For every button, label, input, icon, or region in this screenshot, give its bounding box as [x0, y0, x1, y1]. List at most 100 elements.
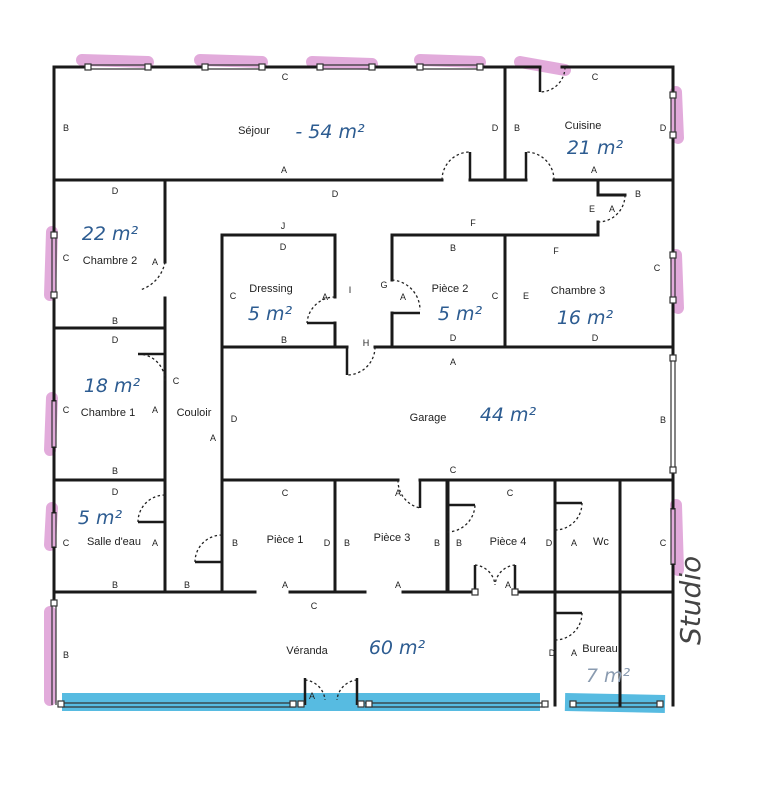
wall-label: C — [660, 538, 667, 548]
wall-label: C — [63, 405, 70, 415]
room-veranda: Véranda — [286, 645, 328, 657]
wall-label: F — [553, 246, 559, 256]
wall-label: C — [507, 488, 514, 498]
wall-label: B — [635, 189, 641, 199]
area-garage: 44 m² — [480, 404, 537, 426]
area-piece-2: 5 m² — [438, 303, 483, 325]
wall-label: D — [660, 123, 667, 133]
wall-label: A — [282, 580, 288, 590]
studio-annotation: Studio — [674, 556, 707, 645]
room-sejour: Séjour — [238, 125, 270, 137]
room-piece-1: Pièce 1 — [267, 534, 304, 546]
wall-label: A — [400, 292, 406, 302]
room-salle-d-eau: Salle d'eau — [87, 536, 141, 548]
room-bureau: Bureau — [582, 643, 617, 655]
wall-label: D — [324, 538, 331, 548]
wall-label: A — [281, 165, 287, 175]
room-chambre-3: Chambre 3 — [551, 285, 605, 297]
wall-label: C — [63, 253, 70, 263]
wall-label: I — [349, 285, 352, 295]
wall-label: C — [63, 538, 70, 548]
room-cuisine: Cuisine — [565, 120, 602, 132]
room-piece-2: Pièce 2 — [432, 283, 469, 295]
wall-label: A — [152, 538, 158, 548]
area-salle-d-eau: 5 m² — [78, 507, 123, 529]
wall-label: B — [450, 243, 456, 253]
wall-label: A — [152, 257, 158, 267]
area-chambre-3: 16 m² — [557, 307, 614, 329]
wall-label: C — [654, 263, 661, 273]
room-garage: Garage — [410, 412, 447, 424]
area-chambre-1: 18 m² — [84, 375, 141, 397]
room-wc: Wc — [593, 536, 609, 548]
wall-label: J — [281, 221, 286, 231]
wall-label: G — [380, 280, 387, 290]
room-dressing: Dressing — [249, 283, 292, 295]
wall-label: C — [282, 72, 289, 82]
wall-label: H — [363, 338, 370, 348]
wall-label: C — [282, 488, 289, 498]
wall-label: C — [173, 376, 180, 386]
wall-label: B — [344, 538, 350, 548]
wall-label: C — [450, 465, 457, 475]
wall-label: E — [589, 204, 595, 214]
wall-label: A — [505, 580, 511, 590]
wall-label: E — [523, 291, 529, 301]
wall-label: A — [309, 691, 315, 701]
area-sejour: - 54 m² — [295, 121, 365, 143]
window-markers — [50, 63, 677, 708]
wall-label: D — [231, 414, 238, 424]
area-chambre-2: 22 m² — [82, 223, 139, 245]
wall-label: B — [232, 538, 238, 548]
wall-label: D — [549, 648, 556, 658]
wall-label: B — [112, 316, 118, 326]
wall-label: B — [184, 580, 190, 590]
area-veranda: 60 m² — [369, 637, 426, 659]
wall-label: F — [470, 218, 476, 228]
wall-label: D — [592, 333, 599, 343]
wall-label: A — [322, 292, 328, 302]
wall-label: A — [210, 433, 216, 443]
wall-label: D — [112, 335, 119, 345]
wall-label: D — [112, 487, 119, 497]
wall-label: D — [332, 189, 339, 199]
doors — [137, 66, 626, 705]
wall-label: C — [592, 72, 599, 82]
wall-label: B — [63, 123, 69, 133]
room-piece-3: Pièce 3 — [374, 532, 411, 544]
wall-label: A — [591, 165, 597, 175]
wall-label: A — [450, 357, 456, 367]
wall-label: A — [395, 488, 401, 498]
wall-label: B — [281, 335, 287, 345]
wall-label: A — [571, 648, 577, 658]
wall-label: B — [514, 123, 520, 133]
wall-label: C — [492, 291, 499, 301]
wall-labels: C B A D C B A D D F E A B F D C A B J D … — [63, 72, 667, 701]
wall-label: B — [456, 538, 462, 548]
room-chambre-2: Chambre 2 — [83, 255, 137, 267]
room-labels: Séjour - 54 m² Cuisine 21 m² Chambre 2 2… — [78, 120, 707, 687]
room-couloir: Couloir — [177, 407, 212, 419]
room-chambre-1: Chambre 1 — [81, 407, 135, 419]
area-bureau: 7 m² — [586, 665, 631, 687]
wall-label: B — [112, 580, 118, 590]
wall-label: A — [395, 580, 401, 590]
wall-label: D — [546, 538, 553, 548]
wall-label: B — [434, 538, 440, 548]
wall-label: C — [311, 601, 318, 611]
wall-label: D — [112, 186, 119, 196]
wall-label: A — [152, 405, 158, 415]
wall-label: D — [450, 333, 457, 343]
wall-label: D — [492, 123, 499, 133]
wall-label: B — [63, 650, 69, 660]
wall-label: A — [571, 538, 577, 548]
area-dressing: 5 m² — [248, 303, 293, 325]
wall-label: B — [112, 466, 118, 476]
wall-label: B — [660, 415, 666, 425]
area-cuisine: 21 m² — [567, 137, 624, 159]
wall-label: D — [280, 242, 287, 252]
walls — [51, 64, 676, 708]
wall-label: C — [230, 291, 237, 301]
wall-label: A — [609, 204, 615, 214]
